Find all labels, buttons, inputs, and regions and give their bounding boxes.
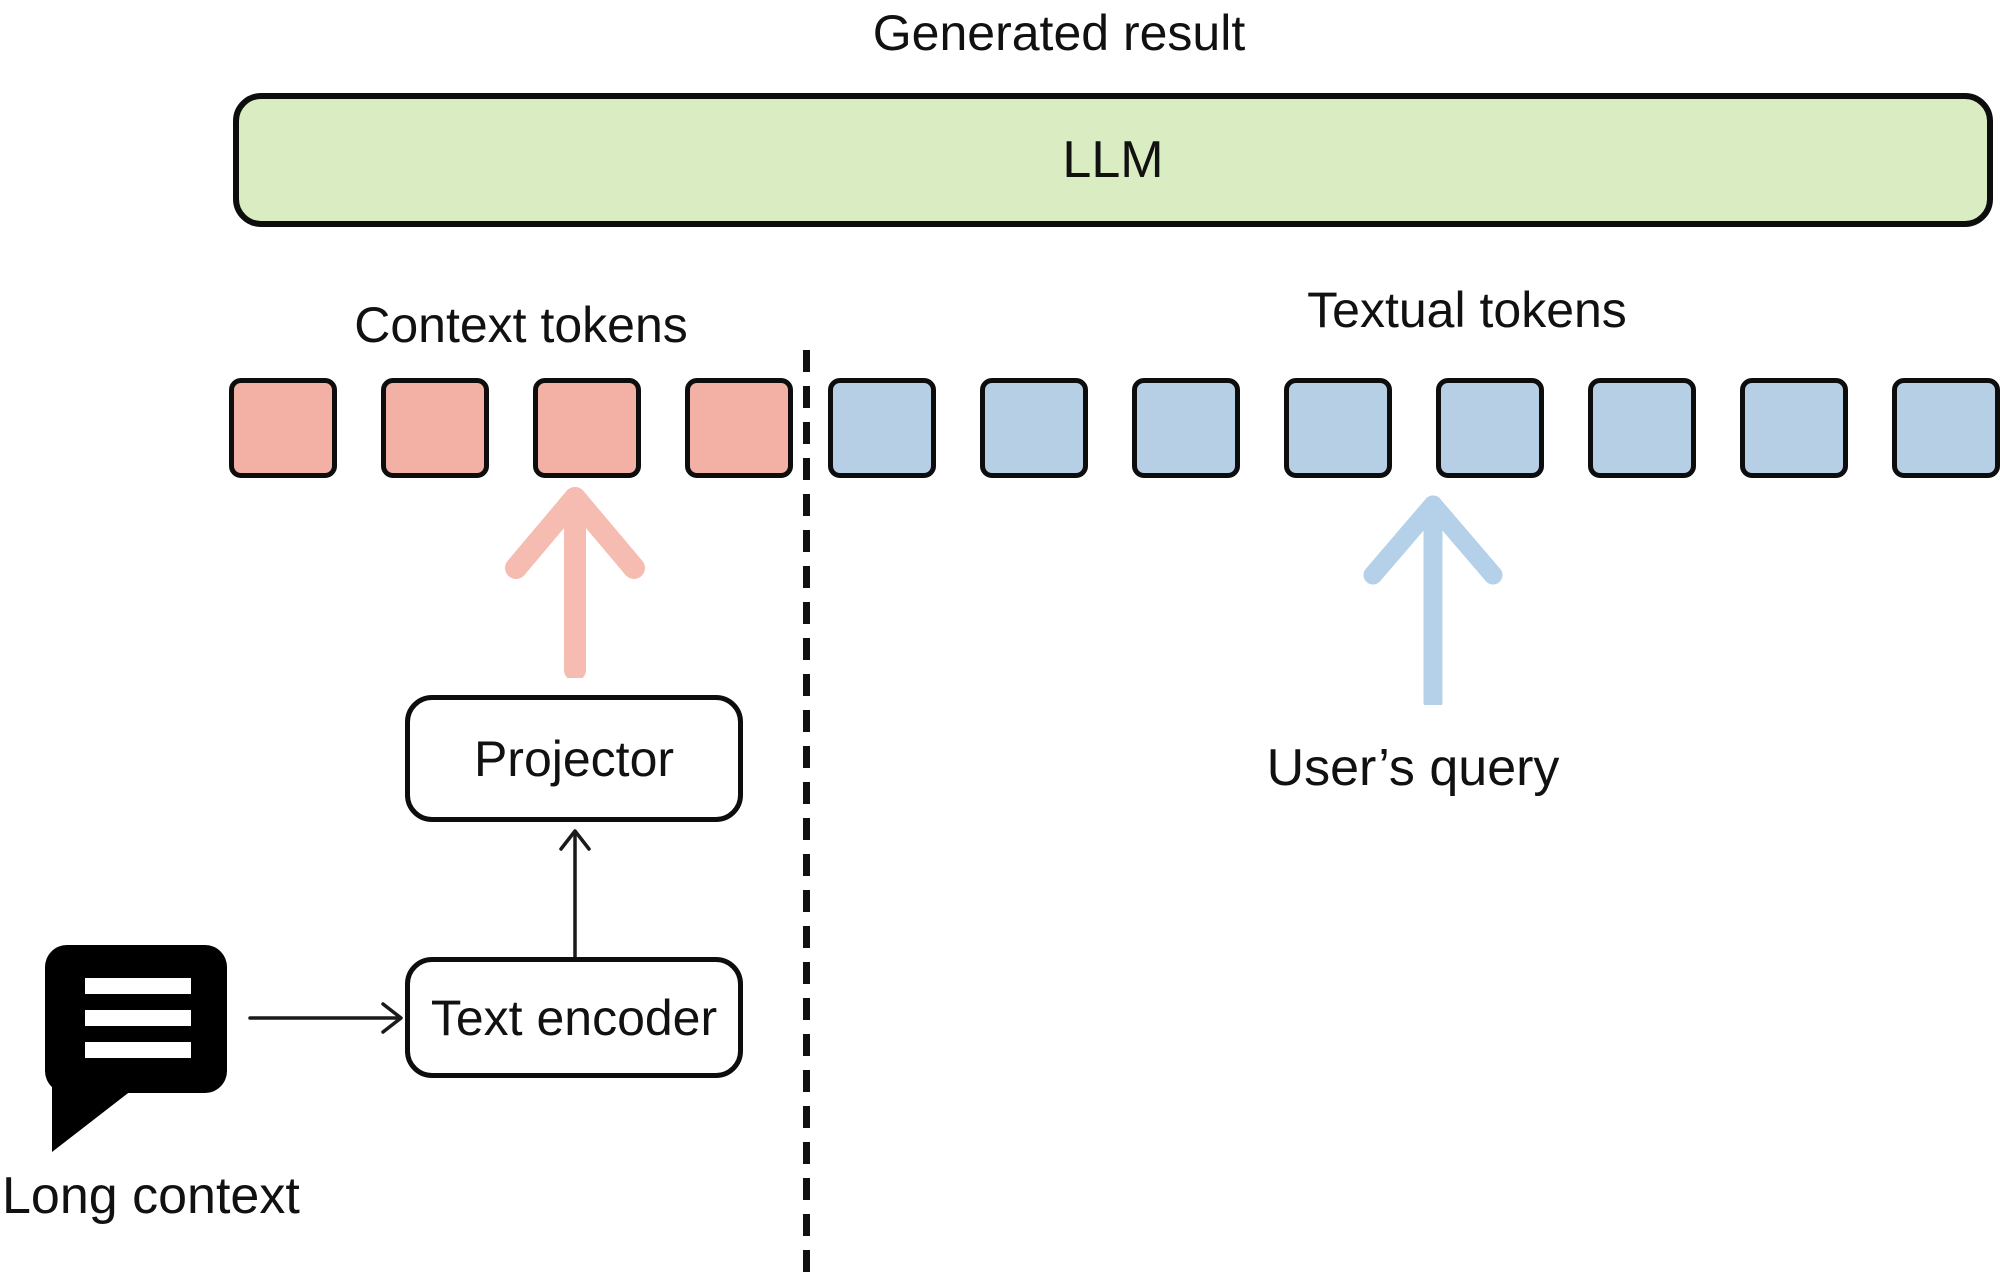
llm-label: LLM xyxy=(1062,131,1164,189)
encoder-to-projector-arrow-icon xyxy=(559,829,591,960)
context-up-arrow-icon xyxy=(505,487,645,678)
projector-label: Projector xyxy=(473,730,675,787)
textual-up-arrow-icon xyxy=(1363,495,1503,705)
context-token xyxy=(533,378,641,478)
context-to-encoder-arrow-icon xyxy=(248,1002,403,1034)
generated-result-label: Generated result xyxy=(872,5,1246,61)
projector-box: Projector xyxy=(405,695,743,822)
textual-token xyxy=(828,378,936,478)
textual-token xyxy=(980,378,1088,478)
llm-box: LLM xyxy=(233,93,1993,227)
dashed-separator-line xyxy=(803,350,810,1274)
textual-token xyxy=(1740,378,1848,478)
textual-tokens-label: Textual tokens xyxy=(1307,282,1627,338)
textual-token xyxy=(1284,378,1392,478)
speech-bubble-icon xyxy=(45,945,227,1152)
textual-token xyxy=(1436,378,1544,478)
context-token xyxy=(685,378,793,478)
long-context-label: Long context xyxy=(2,1167,300,1225)
textual-token xyxy=(1892,378,2000,478)
context-token xyxy=(229,378,337,478)
textual-token xyxy=(1588,378,1696,478)
textual-token xyxy=(1132,378,1240,478)
textual-token-row xyxy=(828,378,2000,478)
users-query-label: User’s query xyxy=(1266,739,1560,797)
text-encoder-label: Text encoder xyxy=(430,989,718,1046)
context-token xyxy=(381,378,489,478)
context-token-row xyxy=(229,378,793,478)
context-tokens-label: Context tokens xyxy=(354,297,688,353)
text-encoder-box: Text encoder xyxy=(405,957,743,1078)
